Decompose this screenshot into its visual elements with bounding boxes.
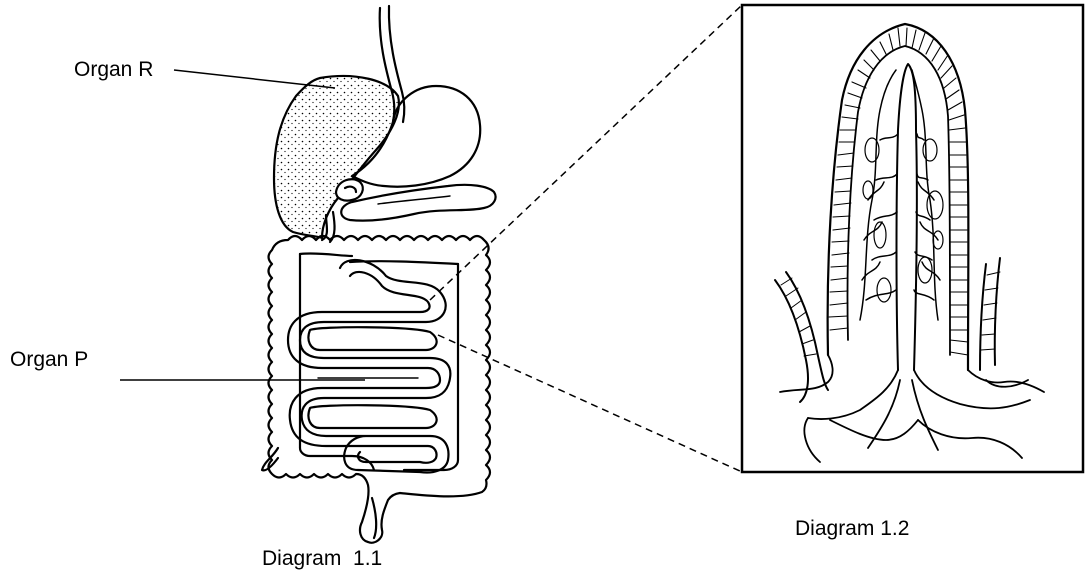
organ-p-label: Organ P bbox=[10, 349, 88, 370]
appendix bbox=[262, 448, 278, 470]
organ-r-leader-line bbox=[174, 70, 335, 88]
organ-r-label: Organ R bbox=[74, 59, 153, 80]
zoom-line-upper bbox=[430, 5, 742, 300]
diagram-1-2-caption: Diagram 1.2 bbox=[795, 518, 909, 539]
pancreas bbox=[341, 185, 495, 221]
digestive-system-drawing bbox=[262, 6, 496, 543]
small-intestine-organ-p bbox=[288, 260, 450, 472]
zoom-line-lower bbox=[438, 335, 742, 472]
liver-organ-r bbox=[274, 76, 399, 238]
rectum bbox=[372, 498, 376, 538]
diagram-1-1-caption: Diagram 1.1 bbox=[262, 548, 382, 569]
